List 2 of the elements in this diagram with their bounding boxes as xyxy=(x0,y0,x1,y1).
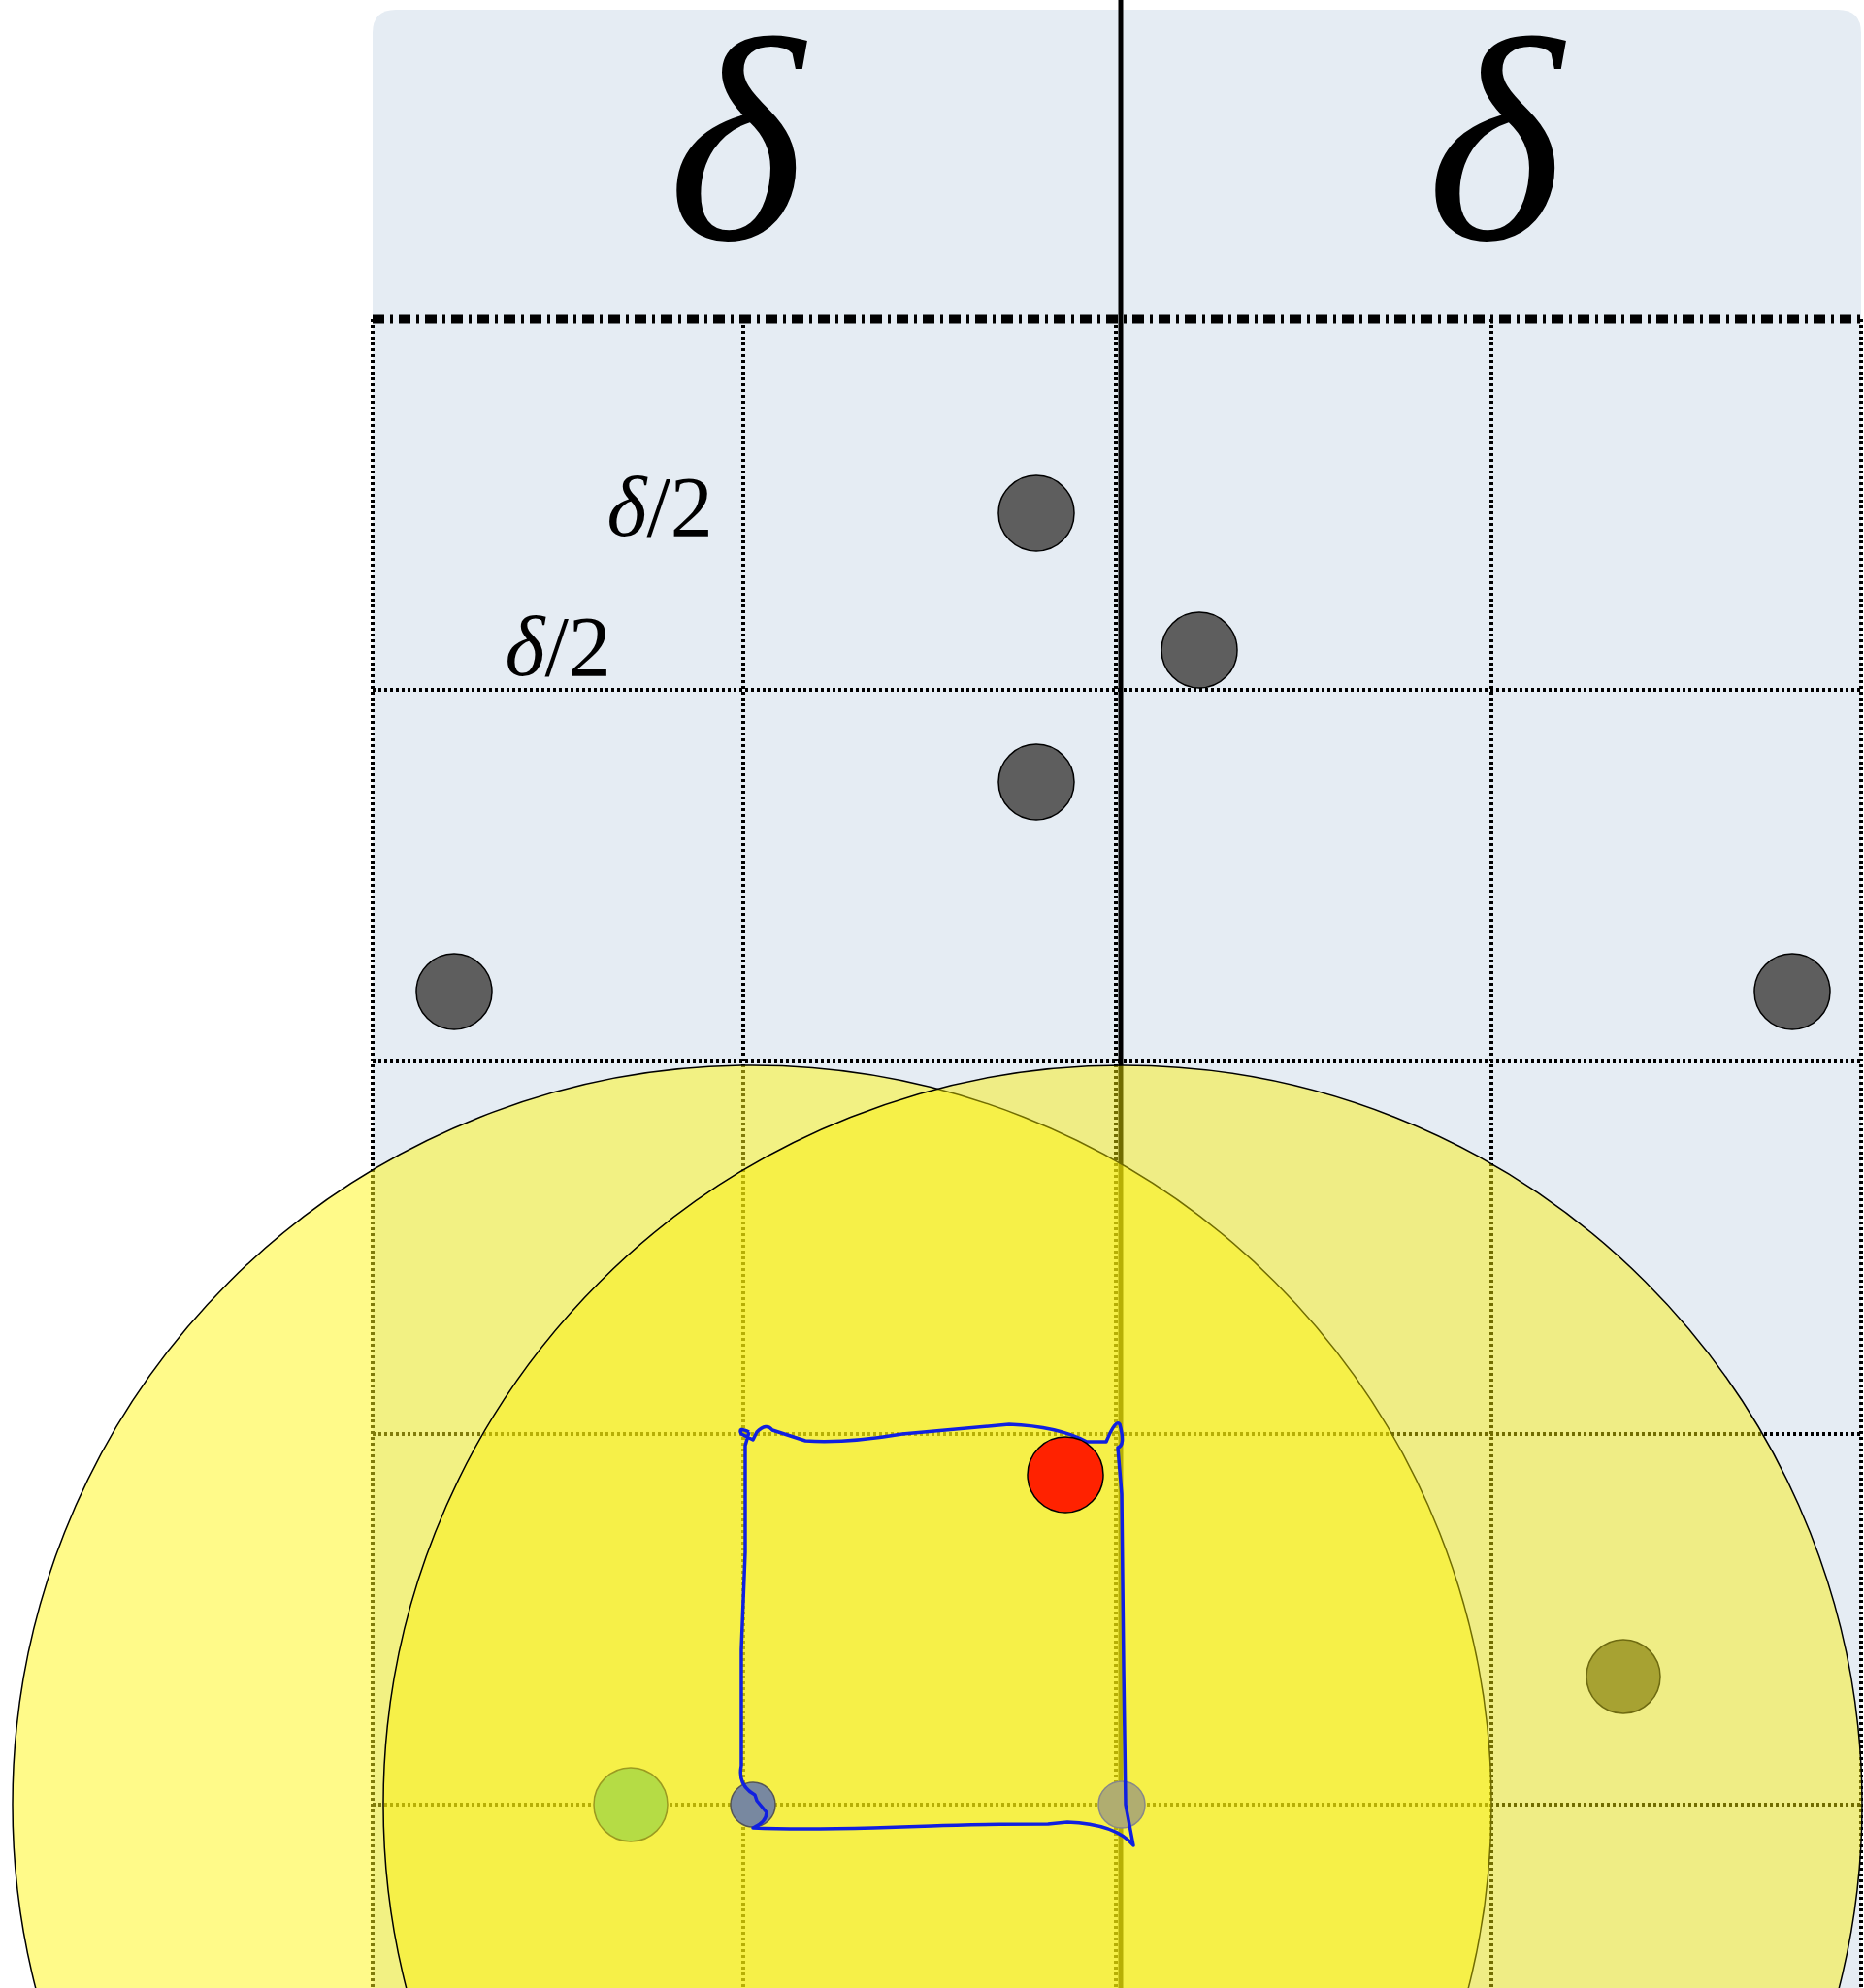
half-delta-label: δ/2 xyxy=(606,465,713,550)
half-delta-label: δ/2 xyxy=(505,604,611,690)
